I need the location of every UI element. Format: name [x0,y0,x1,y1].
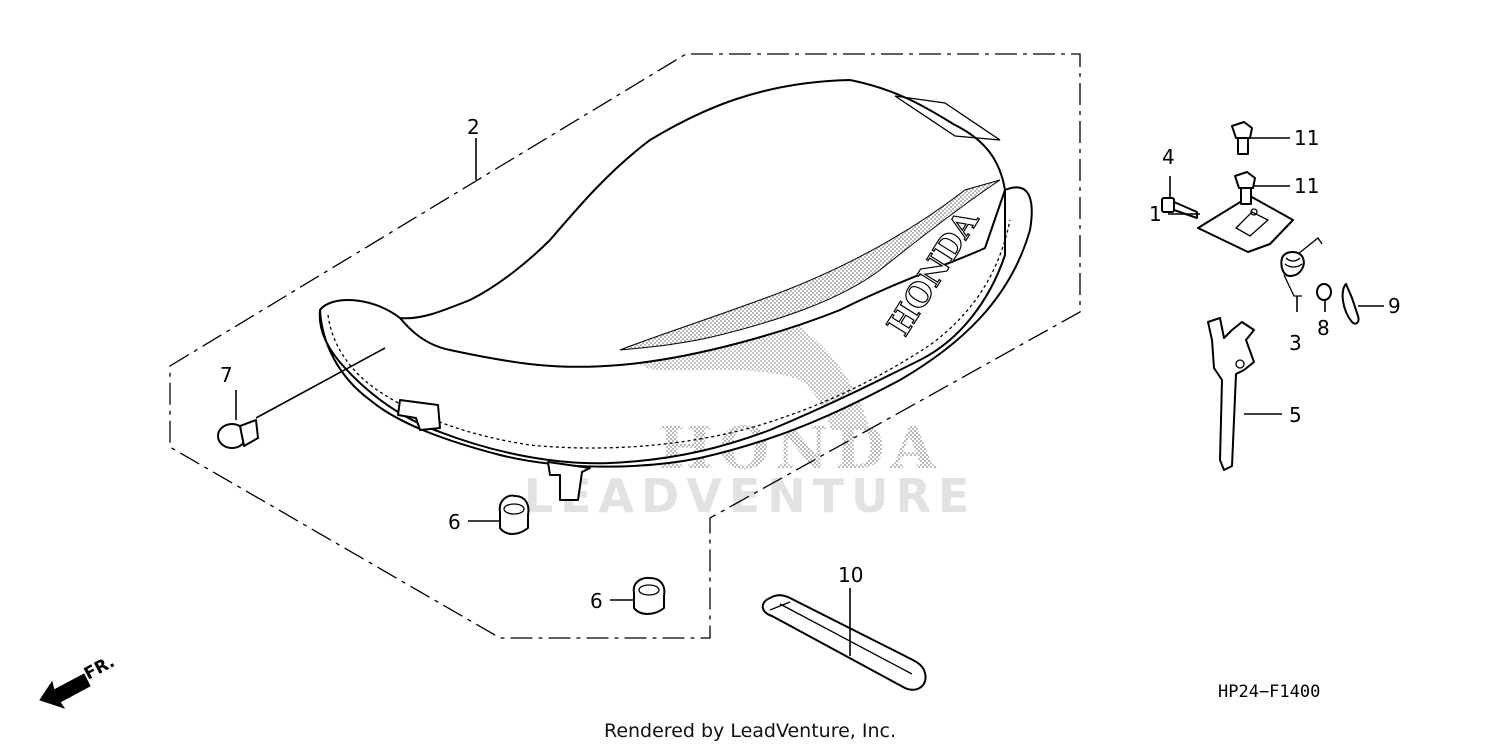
front-direction-indicator: FR. [39,652,118,709]
front-arrow-icon [39,673,91,709]
part-7-knob [217,419,259,449]
watermark-text: LEADVENTURE [524,469,977,523]
callouts: 2 7 6 6 10 4 1 11 11 3 8 9 5 [220,115,1401,613]
part-4-bolt [1161,197,1198,219]
seat-side [318,186,1033,468]
part-5-lock-lever [1207,317,1255,471]
callout-8: 8 [1317,316,1330,340]
part-8-washer [1316,283,1332,301]
diagram-code: HP24−F1400 [1218,682,1320,702]
part-5-pivot-hole [1235,359,1245,369]
part-11-bolt-lower [1234,171,1256,205]
callout-3: 3 [1289,331,1302,355]
part-11-bolt-upper [1231,121,1253,155]
callout-9: 9 [1388,294,1401,318]
callout-1: 1 [1149,202,1162,226]
callout-6-lower: 6 [590,589,603,613]
callout-10: 10 [838,563,863,587]
callout-6-upper: 6 [448,510,461,534]
credit-line: Rendered by LeadVenture, Inc. [604,720,896,742]
callout-11-upper: 11 [1294,126,1319,150]
seat-assembly: HONDA [318,79,1033,501]
seat-dotted-side-panel [619,179,1001,351]
callout-7: 7 [220,363,233,387]
part-3-spring [1280,237,1323,297]
callout-4: 4 [1162,145,1175,169]
seat-mount-tab-front [547,461,591,501]
assembly-boundary [169,53,1081,639]
callout-2: 2 [467,115,480,139]
callout-5: 5 [1289,403,1302,427]
seat-mount-tab-rear [397,399,441,431]
part-6-cushion-lower [632,576,666,615]
part-10-band [761,594,927,691]
leader-lines [235,137,1384,656]
part-9-clip [1341,283,1360,325]
callout-11-lower: 11 [1294,174,1319,198]
seat-piping [327,219,1011,449]
part-6-cushion-upper [498,494,530,535]
seat-top-patch [894,95,1001,141]
part-1-catch-plate [1197,195,1294,253]
